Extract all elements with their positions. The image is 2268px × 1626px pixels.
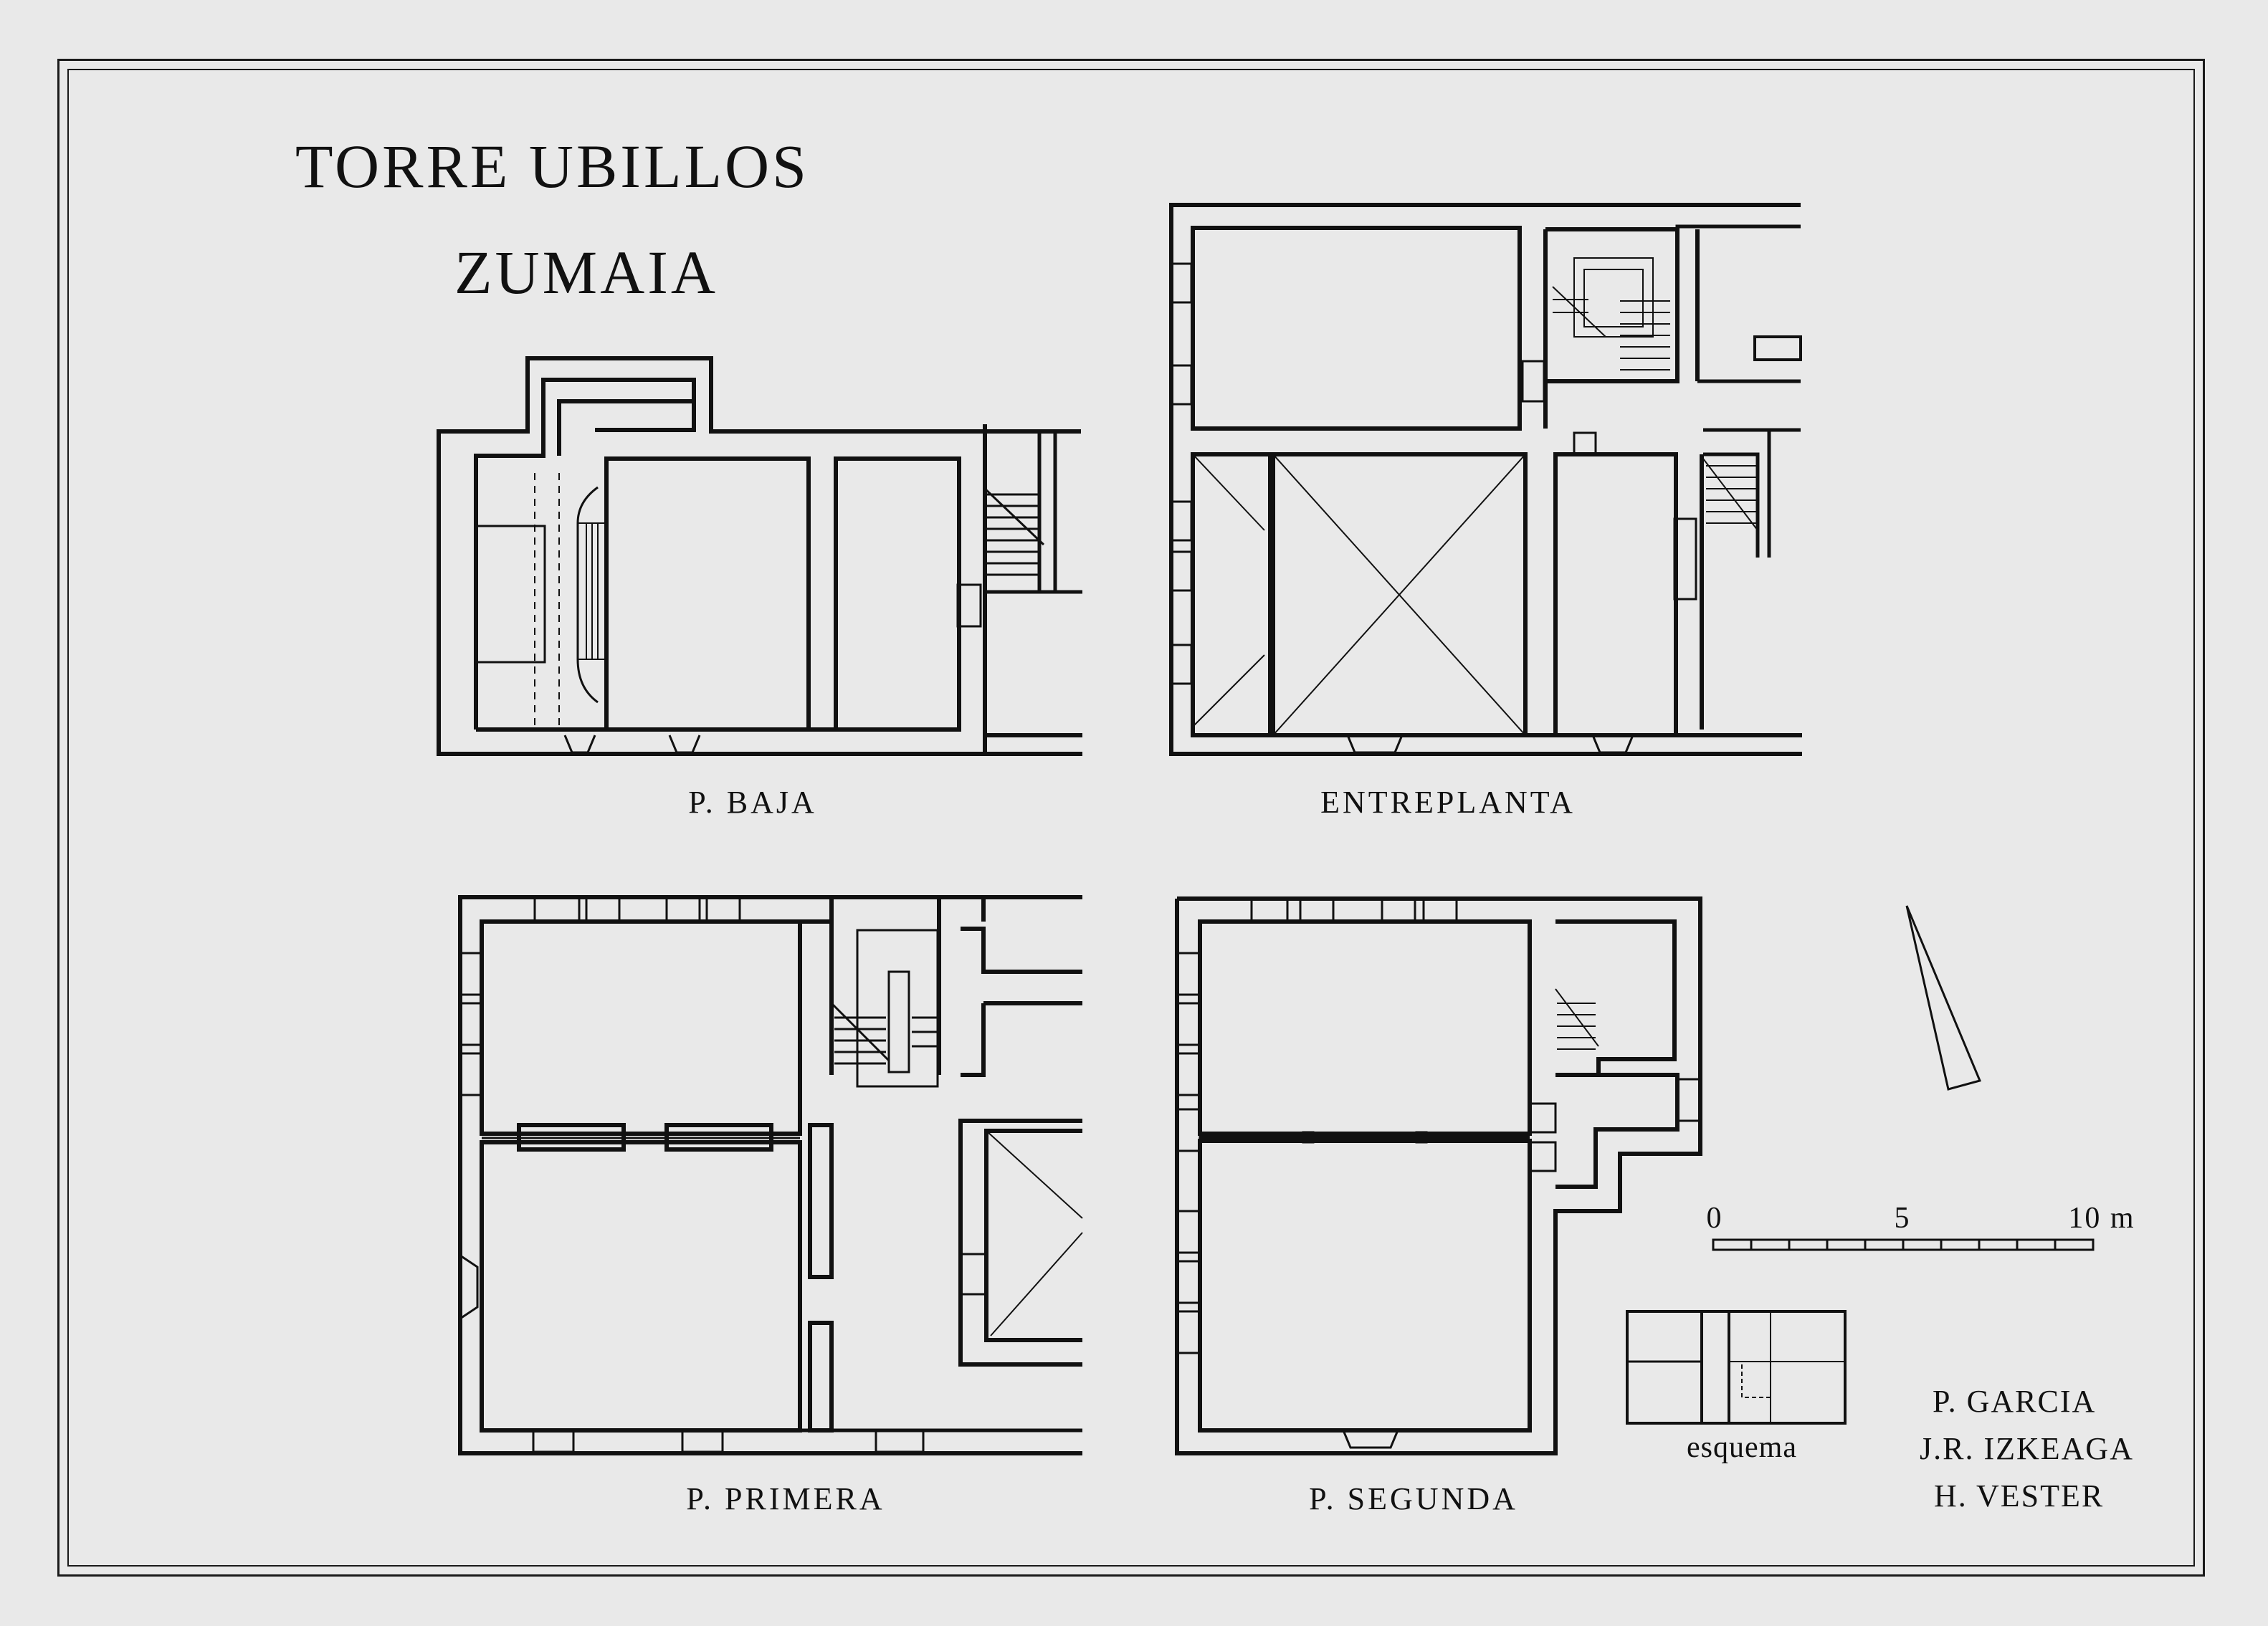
drawing-frame-outer [57,59,2205,1577]
author-2: J.R. IZKEAGA [1920,1431,2134,1466]
scale-tick-5: 5 [1894,1202,1911,1235]
north-arrow-icon [1905,905,1982,1091]
esquema-diagram [1626,1310,1847,1425]
esquema-label: esquema [1687,1431,1797,1464]
scale-tick-10: 10 m [2068,1202,2135,1235]
drawing-frame-inner [67,69,2195,1567]
plan-p-segunda [1175,896,1702,1455]
title-line-1: TORRE UBILLOS [295,132,809,201]
author-3: H. VESTER [1934,1478,2105,1513]
author-1: P. GARCIA [1933,1384,2097,1419]
plan-entreplanta [1169,203,1802,756]
plan-label-p-baja: P. BAJA [688,785,817,820]
plan-p-primera [458,895,1083,1455]
plan-label-p-segunda: P. SEGUNDA [1309,1481,1518,1516]
plan-label-p-primera: P. PRIMERA [686,1481,885,1516]
scale-bar [1712,1238,2095,1251]
scale-tick-0: 0 [1706,1202,1723,1235]
plan-label-entreplanta: ENTREPLANTA [1320,785,1576,820]
title-line-2: ZUMAIA [454,238,718,307]
plan-p-baja [437,356,1082,756]
